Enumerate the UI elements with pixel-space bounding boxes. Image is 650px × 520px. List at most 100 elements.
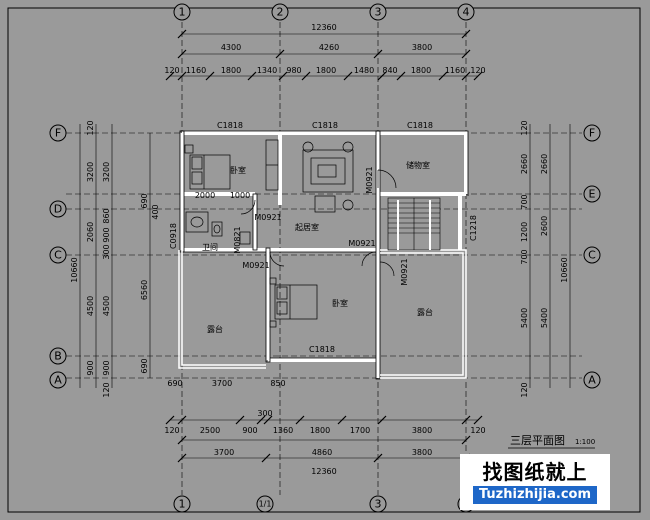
dim-left-outer: 300 (102, 244, 111, 259)
door-code: M0921 (365, 166, 374, 193)
axis-label-right-a: A (588, 374, 596, 387)
axis-grid (66, 22, 582, 495)
dim-top-bay: 3800 (412, 43, 432, 52)
stair (387, 197, 441, 251)
dim-left-mid: 860 (102, 208, 111, 223)
axis-label-left-b: B (54, 350, 62, 363)
dimension-ticks (165, 29, 483, 463)
wall-outlines (179, 130, 469, 380)
axis-bubble-bottom-2 (256, 495, 274, 513)
dim-right-inner: 2660 (540, 154, 549, 174)
room-label: 露台 (207, 324, 223, 334)
room-label: 起居室 (295, 222, 319, 232)
window-code: C1218 (469, 215, 478, 241)
dim-bottom-bay: 4860 (312, 448, 332, 457)
room-label: 露台 (417, 307, 433, 317)
axis-label-left-a: A (54, 374, 62, 387)
door-code: M0921 (254, 213, 281, 222)
dim-top-bay: 4300 (221, 43, 241, 52)
axis-bubble-bottom-1 (173, 495, 191, 513)
dim-left-outer: 120 (86, 120, 95, 135)
dim-right-outer: 120 (520, 382, 529, 397)
dim-bottom-bay: 3800 (412, 448, 432, 457)
axis-label-right-e: E (589, 188, 596, 201)
axis-bubble-top-2 (271, 3, 289, 21)
drawing-scale: 1:100 (575, 438, 595, 446)
axis-bubble-top-3 (369, 3, 387, 21)
dim-left-total: 10660 (70, 257, 79, 282)
window-code: C1818 (309, 345, 335, 354)
dim-top-detail: 1160 (186, 66, 206, 75)
wardrobe-icon (265, 139, 279, 191)
axis-bubble-left-b (49, 347, 67, 365)
axis-bubble-left-a (49, 371, 67, 389)
door-code: M0821 (233, 226, 242, 253)
dim-left-mid: 900 (102, 227, 111, 242)
axis-label-left-d: D (54, 203, 62, 216)
dim-left-mid: 4500 (102, 296, 111, 316)
walls (180, 131, 468, 378)
dim-inner: 690 (167, 379, 182, 388)
axis-label-left-f: F (55, 127, 61, 140)
dim-top-detail: 120 (470, 66, 485, 75)
axis-bubble-bottom-3 (369, 495, 387, 513)
axis-label-bottom-1: 1 (179, 498, 186, 511)
door-code: M0921 (242, 261, 269, 270)
room-label: 储物室 (406, 160, 430, 170)
watermark-logo: 找图纸就上 Tuzhizhijia.com (460, 454, 610, 510)
dim-bottom-detail: 3800 (412, 426, 432, 435)
axis-bubble-left-f (49, 124, 67, 142)
room-label: 卧室 (332, 298, 348, 308)
axis-bubble-top-4 (457, 3, 475, 21)
dim-bottom-detail: 120 (164, 426, 179, 435)
axis-label-right-f: F (589, 127, 595, 140)
bed-icon (269, 277, 318, 328)
dim-bottom-detail: 1700 (350, 426, 370, 435)
dim-left-outer: 900 (86, 360, 95, 375)
dim-left-mid: 900 (102, 360, 111, 375)
dim-bottom-detail: 1800 (310, 426, 330, 435)
dim-top-detail: 980 (286, 66, 301, 75)
axis-label-right-c: C (588, 249, 596, 262)
axis-bubble-right-c (583, 246, 601, 264)
dim-inner: 1000 (230, 191, 250, 200)
watermark-text-cn: 找图纸就上 (482, 460, 588, 484)
dim-right-outer: 5400 (520, 308, 529, 328)
dim-top-detail: 1340 (257, 66, 277, 75)
axis-bubble-left-d (49, 200, 67, 218)
dim-bottom-bay: 3700 (214, 448, 234, 457)
dim-left-outer: 2060 (86, 222, 95, 242)
toilet-icon (185, 211, 251, 245)
axis-label-bottom-3: 3 (375, 498, 382, 511)
door-code: M0921 (400, 258, 409, 285)
dim-inner: 3700 (212, 379, 232, 388)
dim-left-inner: 690 (140, 193, 149, 208)
dim-top-detail: 1800 (316, 66, 336, 75)
axis-label-top-4: 4 (463, 6, 470, 19)
drawing-frame (7, 7, 641, 513)
room-label: 卧室 (230, 165, 246, 175)
window-code: C0918 (169, 223, 178, 249)
dim-right-outer: 700 (520, 194, 529, 209)
axis-label-top-1: 1 (179, 6, 186, 19)
axis-bubble-top-1 (173, 3, 191, 21)
axis-bubble-right-a (583, 371, 601, 389)
dim-right-outer: 1200 (520, 222, 529, 242)
dim-bottom-total: 12360 (311, 467, 336, 476)
window-code: C1818 (312, 121, 338, 130)
dim-bottom-detail: 1360 (273, 426, 293, 435)
window-code: C1818 (407, 121, 433, 130)
dim-left-outer: 3200 (86, 162, 95, 182)
dim-bottom-detail: 900 (242, 426, 257, 435)
dimension-lines (79, 33, 571, 459)
dim-bottom-detail: 120 (470, 426, 485, 435)
watermark-text-en: Tuzhizhijia.com (472, 486, 598, 504)
dim-right-inner: 2600 (540, 216, 549, 236)
door-code: M0921 (348, 239, 375, 248)
bed-icon (184, 144, 231, 190)
dim-right-total: 10660 (560, 257, 569, 282)
dim-left-inner: 690 (140, 358, 149, 373)
door-swings (240, 169, 397, 277)
dim-top-total: 12360 (311, 23, 336, 32)
